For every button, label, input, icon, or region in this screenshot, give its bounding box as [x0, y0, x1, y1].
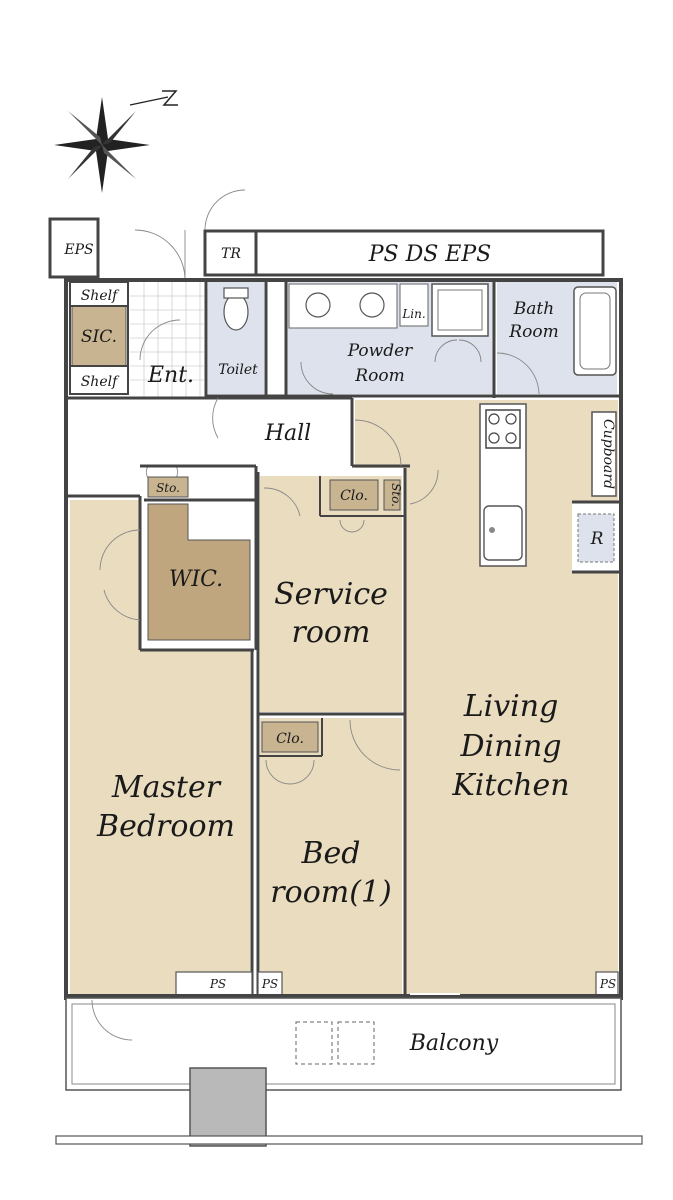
- ldk-label-line1: Living: [463, 689, 559, 724]
- eps-left-label: EPS: [63, 242, 93, 258]
- master-bedroom-label-line1: Master: [111, 770, 222, 805]
- fridge-label: R: [590, 529, 604, 549]
- ps-master-label: PS: [209, 977, 226, 991]
- hall-label: Hall: [264, 421, 311, 446]
- ground-line: [55, 1135, 643, 1145]
- ldk-label-line3: Kitchen: [451, 768, 569, 803]
- cupboard-label: Cupboard: [600, 419, 616, 489]
- entrance-label: Ent.: [147, 363, 194, 388]
- storage-service-label: Sto.: [389, 483, 403, 507]
- shelf-bottom-label: Shelf: [81, 374, 120, 390]
- toilet-bowl-icon: [223, 293, 249, 331]
- toilet-label: Toilet: [218, 362, 258, 378]
- refrigerator-icon: [577, 513, 615, 563]
- sink-icon: [359, 292, 385, 318]
- outdoor-unit-icon: [295, 1021, 333, 1065]
- ps-ds-eps-label: PS DS EPS: [368, 242, 492, 267]
- balcony-label: Balcony: [409, 1031, 499, 1056]
- service-room-label-line1: Service: [274, 577, 388, 612]
- sic-label: SIC.: [81, 327, 117, 347]
- master-bedroom-label-line2: Bedroom: [96, 809, 235, 844]
- bath-room-label-line1: Bath: [513, 299, 554, 319]
- powder-room-label-line2: Room: [354, 366, 404, 386]
- closet-service-label: Clo.: [340, 488, 368, 504]
- bath-room-label-line2: Room: [508, 322, 558, 342]
- shelf-top-label: Shelf: [81, 288, 120, 304]
- sink-icon: [305, 292, 331, 318]
- ps-ldk-label: PS: [599, 977, 616, 991]
- powder-room-label-line1: Powder: [347, 341, 413, 361]
- service-room-label-line2: room: [292, 615, 371, 650]
- linen-label: Lin.: [401, 307, 425, 321]
- wic-label: WIC.: [169, 567, 223, 592]
- ldk-label-line2: Dining: [459, 729, 561, 764]
- entrance-floor: [130, 282, 204, 398]
- compass-rose-icon: [54, 90, 178, 193]
- bedroom1-label-line1: Bed: [300, 836, 360, 871]
- outdoor-unit-icon: [337, 1021, 375, 1065]
- ps-bed-label: PS: [261, 977, 278, 991]
- closet-bed-label: Clo.: [276, 731, 304, 747]
- storage-left-label: Sto.: [156, 481, 180, 495]
- bathtub-icon: [573, 286, 617, 376]
- column: [189, 1067, 267, 1147]
- bedroom1-label-line2: room(1): [270, 875, 391, 910]
- tr-label: TR: [221, 246, 241, 262]
- washing-machine-icon: [431, 283, 489, 337]
- kitchen-sink-icon: [483, 505, 523, 561]
